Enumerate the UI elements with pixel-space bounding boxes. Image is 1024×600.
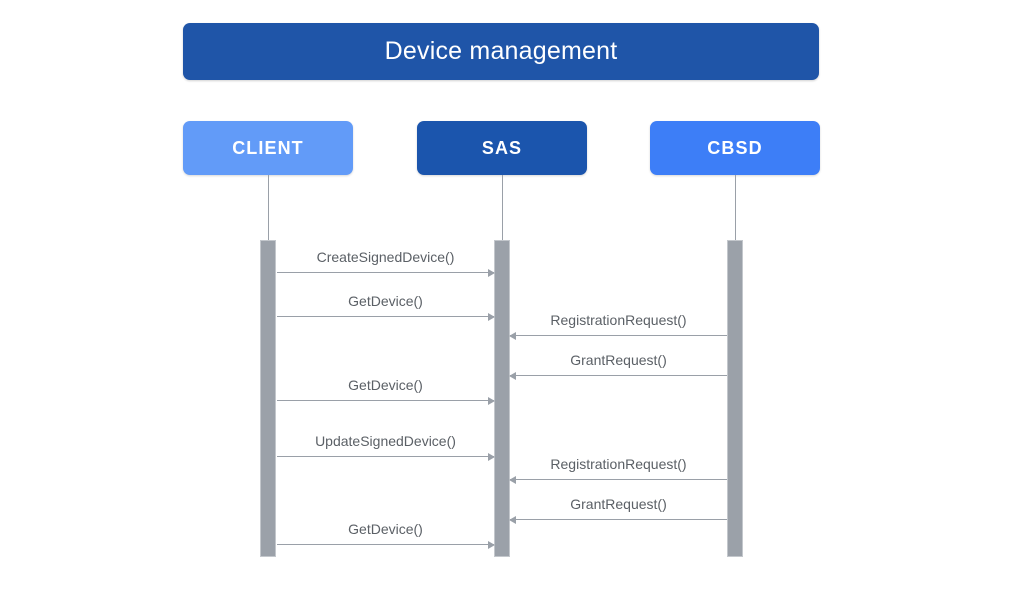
participant-label-sas: SAS <box>481 137 523 158</box>
message-label: GetDevice() <box>348 521 423 537</box>
activation-bar-sas <box>494 240 510 557</box>
diagram-title-banner: Device management <box>183 23 819 80</box>
message-line <box>277 456 494 457</box>
message-line <box>510 335 727 336</box>
arrowhead-left-icon <box>509 371 516 380</box>
participant-box-sas[interactable]: SAS <box>417 121 587 175</box>
message-label: RegistrationRequest() <box>550 456 687 472</box>
arrowhead-right-icon <box>488 268 495 277</box>
arrowhead-right-icon <box>488 396 495 405</box>
arrowhead-left-icon <box>509 331 516 340</box>
diagram-title-text: Device management <box>384 37 618 65</box>
participant-label-cbsd: CBSD <box>707 137 763 158</box>
arrowhead-right-icon <box>488 452 495 461</box>
message-line <box>510 375 727 376</box>
message-label: CreateSignedDevice() <box>316 249 455 265</box>
message-label: UpdateSignedDevice() <box>315 433 456 449</box>
message-label: GrantRequest() <box>570 352 667 368</box>
arrowhead-left-icon <box>509 515 516 524</box>
participant-box-client[interactable]: CLIENT <box>183 121 353 175</box>
message-line <box>510 519 727 520</box>
arrowhead-right-icon <box>488 540 495 549</box>
message-line <box>277 544 494 545</box>
message-label: RegistrationRequest() <box>550 312 687 328</box>
message-line <box>277 272 494 273</box>
participant-label-client: CLIENT <box>232 137 304 158</box>
activation-bar-cbsd <box>727 240 743 557</box>
message-line <box>277 400 494 401</box>
activation-bar-client <box>260 240 276 557</box>
arrowhead-right-icon <box>488 312 495 321</box>
arrowhead-left-icon <box>509 475 516 484</box>
message-label: GrantRequest() <box>570 496 667 512</box>
message-line <box>277 316 494 317</box>
message-line <box>510 479 727 480</box>
message-label: GetDevice() <box>348 377 423 393</box>
participant-box-cbsd[interactable]: CBSD <box>650 121 820 175</box>
message-label: GetDevice() <box>348 293 423 309</box>
